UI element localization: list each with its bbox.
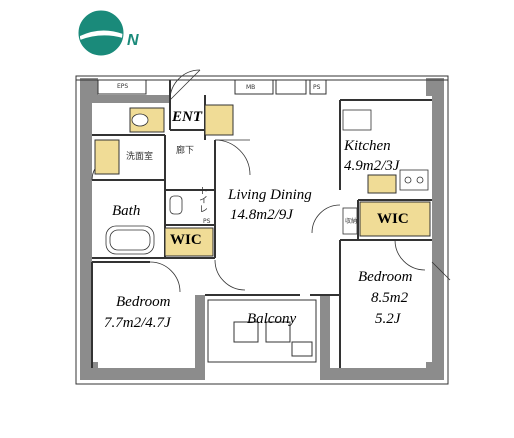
- toilet-label: トイレ: [197, 186, 207, 213]
- hallway-label: 廊下: [176, 146, 195, 156]
- room-size-bedroom-right-m2: 8.5m2: [371, 290, 409, 306]
- outer-walls: [80, 78, 444, 380]
- ps-label-top: PS: [313, 84, 321, 91]
- room-label-wic-left: WIC: [170, 232, 202, 248]
- room-label-living: Living Dining: [228, 187, 312, 203]
- mb-label: MB: [246, 84, 256, 91]
- room-label-wic-right: WIC: [377, 211, 409, 227]
- compass-icon: [78, 10, 124, 56]
- eps-label: EPS: [117, 83, 129, 90]
- mb-box: [234, 79, 274, 95]
- room-label-balcony: Balcony: [247, 311, 297, 327]
- room-label-bath: Bath: [112, 203, 141, 219]
- outer-outline: [75, 75, 449, 385]
- sink: [131, 113, 149, 127]
- room-size-bedroom-left: 7.7m2/4.7J: [104, 315, 171, 331]
- balcony-outline: [207, 299, 317, 363]
- door-swings: [91, 69, 451, 293]
- room-label-ent: ENT: [172, 109, 202, 125]
- room-size-bedroom-right-j: 5.2J: [375, 311, 401, 327]
- room-label-bedroom-left: Bedroom: [116, 294, 171, 310]
- north-label: N: [127, 32, 139, 49]
- bathtub: [105, 225, 155, 255]
- toilet-fixture: [169, 195, 183, 215]
- stove: [399, 169, 429, 191]
- fixtures: [105, 109, 429, 255]
- ps-label-mid: PS: [203, 218, 211, 225]
- room-label-kitchen: Kitchen: [344, 138, 391, 154]
- eps-box: [97, 79, 147, 95]
- room-size-kitchen: 4.9m2/3J: [344, 158, 400, 174]
- washroom-label: 洗面室: [126, 152, 154, 162]
- storage-label: 収納: [345, 218, 358, 225]
- room-label-bedroom-right: Bedroom: [358, 269, 413, 285]
- room-size-living: 14.8m2/9J: [230, 207, 293, 223]
